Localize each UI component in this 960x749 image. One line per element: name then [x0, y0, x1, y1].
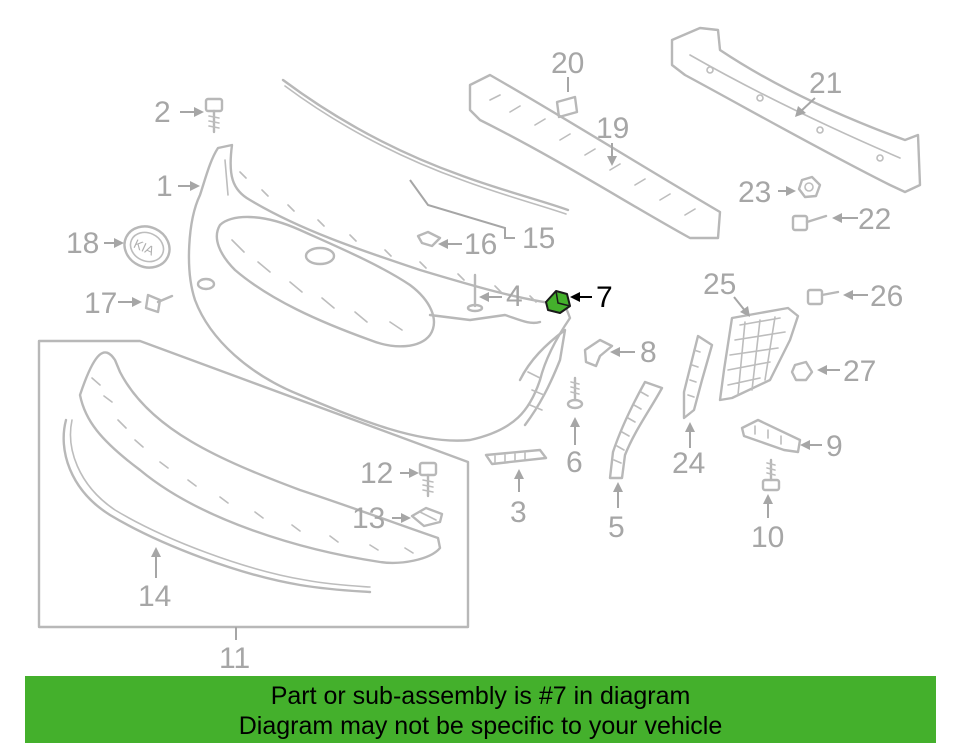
callout-labels: 1 2 3 4 5 6 7 8 9 10 11 12 13 14 15 16 1… [66, 47, 903, 675]
part-6-screw [566, 376, 584, 410]
label-8: 8 [640, 336, 657, 369]
label-27: 27 [843, 355, 876, 388]
label-5: 5 [608, 511, 625, 544]
label-18: 18 [66, 227, 99, 260]
label-11: 11 [219, 642, 250, 675]
part-4-stud [466, 273, 484, 313]
inset-box-11 [37, 339, 470, 640]
part-13-clip [410, 506, 444, 528]
label-19: 19 [596, 112, 629, 145]
part-1-bumper-cover [187, 143, 572, 442]
banner-line-1: Part or sub-assembly is #7 in diagram [270, 682, 691, 710]
part-26-bolt [806, 288, 840, 306]
leader-lines [104, 77, 868, 578]
label-9: 9 [826, 430, 843, 463]
label-17: 17 [84, 287, 117, 320]
part-7-highlighted-clip [545, 290, 592, 314]
label-23: 23 [738, 176, 771, 209]
part-2-bolt [204, 97, 224, 134]
label-24: 24 [672, 447, 705, 480]
info-banner: Part or sub-assembly is #7 in diagram Di… [25, 676, 936, 743]
part-21-beam [670, 26, 922, 194]
part-18-emblem: KIA [123, 225, 171, 269]
label-1: 1 [156, 170, 173, 203]
label-21: 21 [809, 67, 842, 100]
label-7: 7 [596, 281, 613, 314]
part-3-reflector [484, 448, 548, 466]
part-19-absorber [468, 73, 722, 240]
part-23-nut [797, 175, 822, 199]
label-12: 12 [360, 457, 393, 490]
label-14: 14 [138, 580, 171, 613]
part-27-nut [790, 360, 814, 382]
label-13: 13 [352, 502, 385, 535]
label-6: 6 [566, 446, 583, 479]
label-25: 25 [703, 268, 736, 301]
part-22-bolt [791, 214, 828, 232]
part-17-clip [144, 293, 174, 314]
part-5-side-trim [608, 380, 664, 480]
part-10-bolt [761, 458, 781, 492]
part-8-bracket [583, 338, 614, 368]
label-2: 2 [154, 96, 171, 129]
banner-line-2: Diagram may not be specific to your vehi… [238, 712, 723, 740]
part-9-bracket [740, 418, 802, 454]
part-14-lower-trim [62, 351, 442, 594]
label-10: 10 [751, 521, 784, 554]
label-3: 3 [510, 496, 527, 529]
label-26: 26 [870, 280, 903, 313]
part-12-bolt [418, 461, 438, 498]
label-15: 15 [522, 222, 555, 255]
part-20-label [555, 95, 579, 119]
part-25-grille-insert [718, 306, 800, 402]
part-24-bracket [682, 334, 714, 420]
label-16: 16 [464, 228, 497, 261]
label-20: 20 [551, 47, 584, 80]
part-15-upper-molding [281, 78, 570, 248]
label-22: 22 [858, 203, 891, 236]
label-4: 4 [506, 280, 523, 313]
